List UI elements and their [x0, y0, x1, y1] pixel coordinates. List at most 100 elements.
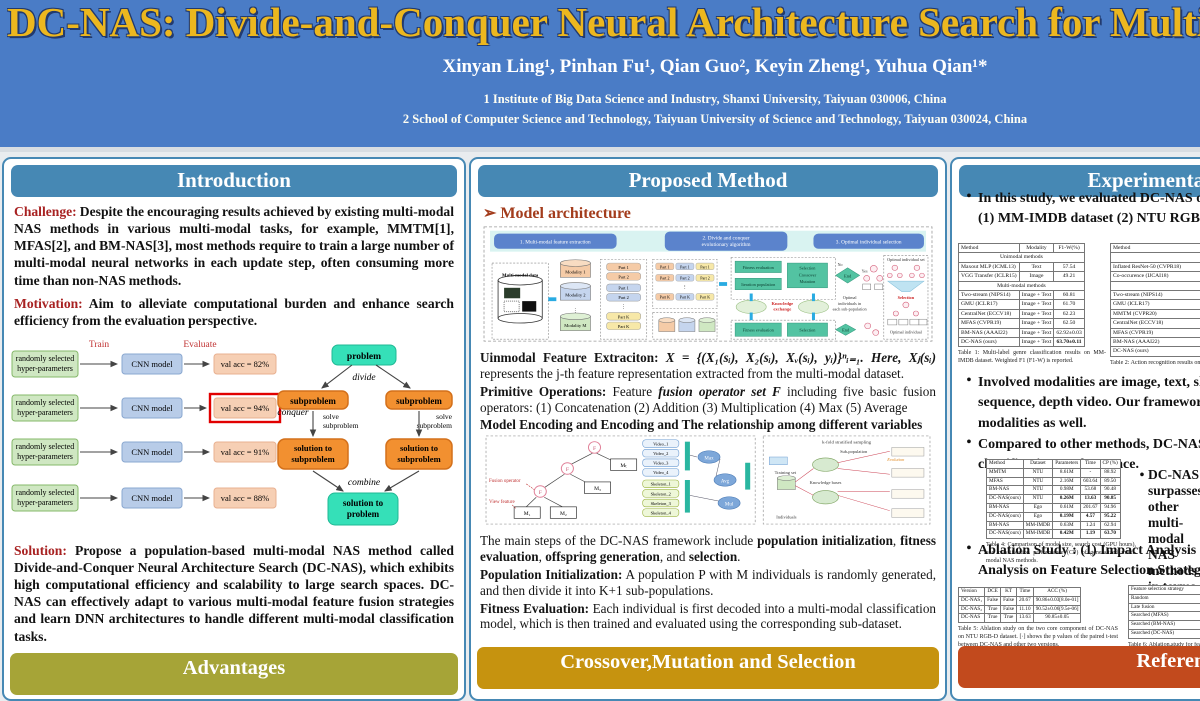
table-cell: Searched (BM-NAS) [1129, 621, 1200, 630]
knowledge-exchange-label: exchange [773, 307, 791, 312]
selection-red-label: Selection [898, 295, 915, 300]
table2-block: MethodModalityUnimodal methodsInflated R… [1110, 243, 1200, 367]
modalities-bullet: • Involved modalities are image, text, s… [960, 373, 1200, 434]
table-cell: 0.63M [1053, 521, 1081, 530]
table-cell: 90.52±0.06[9.5e-06] [1033, 605, 1081, 614]
table-cell: Version [959, 588, 985, 597]
comparison-line-1: Compared to other methods, DC-NAS achiev… [978, 435, 1200, 455]
individuals-label: Individuals [776, 515, 797, 520]
table-row: Searched (DC-NAS) [1129, 629, 1200, 638]
proposed-method-header: Proposed Method [478, 165, 938, 197]
table-cell: NTU [1023, 477, 1053, 486]
table-cell: Method [1111, 244, 1200, 253]
table-span-row: Multi-modal methods [1111, 281, 1200, 290]
motivation-paragraph: Motivation: Aim to alleviate computation… [14, 295, 454, 329]
dots: ⋮ [682, 285, 688, 291]
table-row: Unimodal methods [1111, 253, 1200, 262]
part-label: Part K [680, 296, 691, 300]
table-cell: MMTM [987, 468, 1024, 477]
table-cell: Dataset [1023, 460, 1053, 469]
table-cell: 49.21 [1054, 272, 1084, 281]
part-label: Part 1 [660, 265, 670, 269]
table-cell: NTU [1023, 495, 1053, 504]
table-row: DC-NAS (ours)Video + Skeleton [1111, 347, 1200, 356]
population-init-label: Population Initialization: [480, 567, 622, 582]
table-row: MFAS (CVPR19)Video + Skeleton [1111, 328, 1200, 337]
divide-conquer-figure: randomly selected hyper-parameters rando… [10, 335, 458, 536]
combine-label: combine [348, 478, 380, 488]
kfold-label: k-fold stratified sampling [822, 441, 872, 446]
selection: Selection [799, 328, 816, 333]
multimodal-data-label: Multi-modal data [502, 273, 539, 278]
table-row: Unimodal methods [959, 253, 1085, 262]
table-span-row: Multi-modal methods [959, 281, 1085, 290]
ablation-line-2: Analysis on Feature Selection Strategies… [978, 561, 1200, 581]
table-row: CentralNet (ECCV18)Video + Skeleton [1111, 319, 1200, 328]
table-cell: 62.92±0.03 [1054, 328, 1084, 337]
affiliation-1: 1 Institute of Big Data Science and Indu… [0, 92, 1200, 107]
dc-tree: problem divide subproblem subproblem sol… [278, 345, 453, 525]
table-cell: 62.50 [1054, 319, 1084, 328]
fitness-eval-paragraph: Fitness Evaluation: Each individual is f… [480, 601, 936, 633]
table-cell: Image + Text [1019, 337, 1054, 346]
architecture-figure: 1. Multi-modal feature extraction 2. Div… [482, 225, 934, 348]
fitness-eval: Fitness evaluation [743, 265, 775, 270]
cnn-label: CNN model [131, 359, 173, 369]
steps-bold: selection [689, 549, 737, 564]
part-label: Part 2 [618, 295, 628, 300]
steps-text: . [737, 549, 740, 564]
fusion-node: F [566, 467, 569, 473]
modality-M: Modality M [564, 323, 586, 328]
knowledge-exchange-label: Knowledge [772, 301, 794, 306]
part-label: Part K [618, 314, 630, 319]
table-cell: 2.16M [1053, 477, 1081, 486]
table-cell: ACC (%) [1033, 588, 1081, 597]
skeleton-feature: Skeleton_4 [651, 511, 672, 516]
table-cell: BM-NAS [987, 521, 1024, 530]
authors-line: Xinyan Ling¹, Pinhan Fu¹, Qian Guo², Key… [0, 56, 1200, 78]
modality-leaf: Mₜ [620, 463, 627, 469]
video-feature: Video_3 [653, 461, 669, 466]
table-cell: 201.67 [1081, 503, 1100, 512]
table-row: Searched (MFAS) [1129, 612, 1200, 621]
mutation: Mutation [800, 279, 817, 284]
table-cell: BM-NAS (AAAI22) [1111, 337, 1200, 346]
cnn-label: CNN model [131, 403, 173, 413]
table-cell: MFAS [987, 477, 1024, 486]
solution-paragraph: Solution: Propose a population-based mul… [14, 542, 454, 645]
part-label: Part 1 [618, 265, 628, 270]
table-cell: DC-NAS(ours) [987, 530, 1024, 539]
no-label: No [838, 263, 843, 267]
cnn-label: CNN model [131, 447, 173, 457]
table-cell: Method [959, 244, 1020, 253]
problem-node: problem [347, 352, 381, 362]
steps-text: , and [660, 549, 689, 564]
introduction-column: Introduction Challenge: Despite the enco… [2, 157, 466, 701]
table-cell: DC-NAS(ours) [987, 512, 1024, 521]
val-acc-2: val acc = 91% [221, 447, 269, 457]
encoding-svg: F F F Mₜ M₃ M₁ M₂ Fusion operator View f… [482, 434, 934, 526]
model-architecture-heading: ➢ Model architecture [483, 203, 933, 223]
bullet-dot: • [960, 373, 978, 434]
optimal-set-label: Optimal individual set [887, 257, 925, 262]
table-cell: True [985, 614, 1001, 623]
table2-caption: Table 2: Action recognition results on t… [1110, 360, 1200, 368]
optimal-each-label: each sub-population [833, 307, 867, 312]
advantages-header: Advantages [10, 653, 458, 695]
selection: Selection [799, 266, 816, 271]
table-cell: Time [1017, 588, 1034, 597]
video-feature: Video_1 [653, 442, 668, 447]
hp-line2: hyper-parameters [17, 408, 73, 417]
modality-2: Modality 2 [565, 292, 585, 297]
modalities-line-2: sequence, depth video. Our framework sup… [978, 393, 1200, 413]
yes-label: Yes [862, 270, 868, 274]
optimal-individual-label: Optimal individual [890, 330, 923, 335]
